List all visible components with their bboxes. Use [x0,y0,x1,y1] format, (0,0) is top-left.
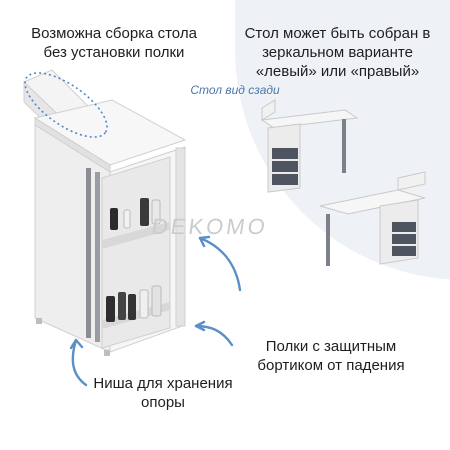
callout-shelves: Полки с защитным бортиком от падения [257,338,405,374]
desk-right-variant [319,171,426,266]
callout-niche: Ниша для хранения опоры [93,375,233,411]
arrow-to-niche [71,338,88,387]
watermark: DEKOMO [150,214,270,239]
callout-mirror: Стол может быть собран в зеркальном вари… [244,25,431,80]
cabinet-back-view [23,69,187,356]
arrow-to-bottom-shelf [194,324,234,347]
callout-back-view: Стол вид сзади [190,83,280,97]
arrows [69,235,242,387]
callout-assembly: Возможна сборка стола без установки полк… [31,25,197,61]
desk-left-variant [260,99,359,193]
arrow-to-shelf [198,236,242,292]
